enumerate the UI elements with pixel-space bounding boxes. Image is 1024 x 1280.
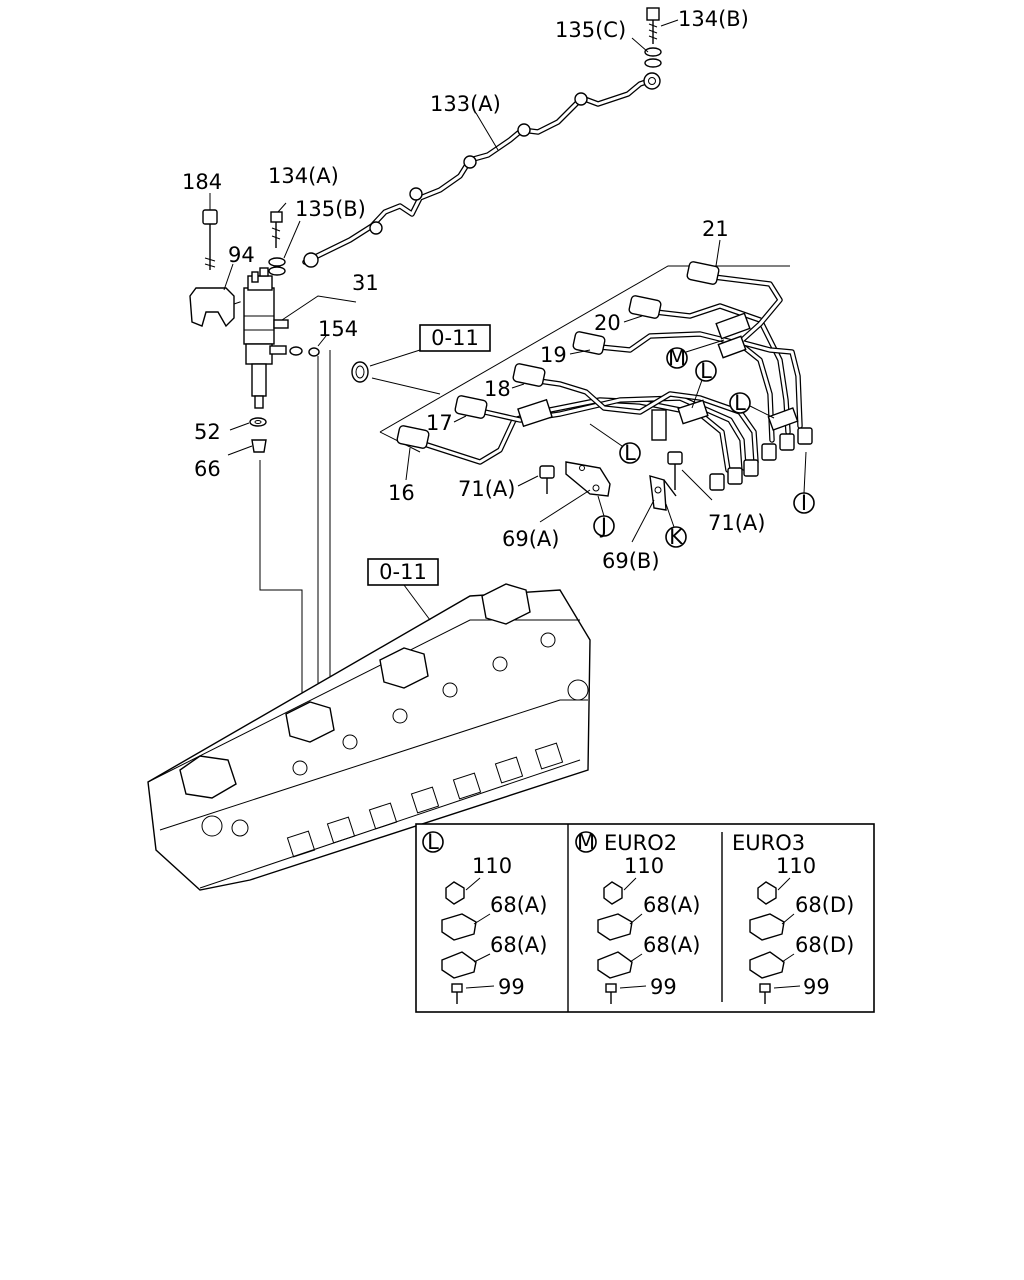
label-17: 17 bbox=[426, 411, 453, 435]
legend-l-item-110: 110 bbox=[472, 854, 512, 878]
callout-l-2: L bbox=[734, 391, 746, 415]
nut-icon bbox=[603, 881, 623, 905]
callout-i: I bbox=[801, 491, 807, 515]
label-69b: 69(B) bbox=[602, 549, 660, 573]
legend-l-item-68a-1: 68(A) bbox=[490, 893, 547, 917]
callout-markers: M L L L J K I bbox=[589, 339, 815, 549]
seal-ring bbox=[351, 349, 441, 395]
o-ring-154 bbox=[308, 335, 327, 357]
clamp-icon bbox=[749, 951, 785, 979]
label-134a: 134(A) bbox=[268, 164, 339, 188]
label-19: 19 bbox=[540, 343, 567, 367]
label-184: 184 bbox=[182, 170, 222, 194]
label-21: 21 bbox=[702, 217, 729, 241]
injector-31 bbox=[243, 267, 357, 409]
label-20: 20 bbox=[594, 311, 621, 335]
label-18: 18 bbox=[484, 377, 511, 401]
label-154: 154 bbox=[318, 317, 358, 341]
bolt-71a-left bbox=[517, 465, 555, 494]
legend-e3-item-99: 99 bbox=[803, 975, 830, 999]
legend-e3-item-68d-2: 68(D) bbox=[795, 933, 854, 957]
clamp-icon bbox=[441, 913, 477, 941]
bracket-69b bbox=[649, 475, 677, 511]
legend-frame bbox=[415, 823, 875, 1013]
nut-icon bbox=[757, 881, 777, 905]
label-134b: 134(B) bbox=[678, 7, 749, 31]
callout-l-3: L bbox=[624, 441, 636, 465]
legend-panel-euro3: EURO3 110 68(D) 68(D) 99 bbox=[732, 831, 854, 1004]
gasket-52 bbox=[229, 417, 267, 431]
ref-box-top bbox=[419, 324, 491, 352]
part-labels: 135(C) 134(B) 133(A) 184 134(A) 135(B) 9… bbox=[182, 7, 765, 621]
legend-l-item-99: 99 bbox=[498, 975, 525, 999]
label-69a: 69(A) bbox=[502, 527, 559, 551]
injection-pipes bbox=[379, 261, 813, 491]
legend-title-euro3: EURO3 bbox=[732, 831, 805, 855]
label-71a-left: 71(A) bbox=[458, 477, 515, 501]
bolt-134a bbox=[268, 202, 301, 276]
bolt-134b bbox=[631, 7, 679, 68]
cylinder-head bbox=[147, 583, 591, 891]
label-71a-right: 71(A) bbox=[708, 511, 765, 535]
label-66: 66 bbox=[194, 457, 221, 481]
label-135c: 135(C) bbox=[555, 18, 626, 42]
label-133a: 133(A) bbox=[430, 92, 501, 116]
clamp-icon bbox=[441, 951, 477, 979]
clamp-icon bbox=[597, 913, 633, 941]
bolt-icon bbox=[605, 983, 617, 993]
legend-panel-m: M EURO2 110 68(A) 68(A) 99 bbox=[575, 830, 700, 1004]
sleeve-66 bbox=[227, 439, 267, 456]
legend-panel-l: L 110 68(A) 68(A) 99 bbox=[422, 830, 547, 1004]
label-leaders bbox=[405, 112, 721, 481]
bracket-69a-leader bbox=[539, 489, 591, 523]
bolt-icon bbox=[451, 983, 463, 993]
legend-title-euro2: EURO2 bbox=[604, 831, 677, 855]
legend-m-item-99: 99 bbox=[650, 975, 677, 999]
ref-box-bottom bbox=[367, 558, 439, 586]
label-52: 52 bbox=[194, 420, 221, 444]
label-94: 94 bbox=[228, 243, 255, 267]
bolt-184 bbox=[202, 193, 218, 270]
callout-m: M bbox=[668, 346, 686, 370]
legend-m-item-68a-2: 68(A) bbox=[643, 933, 700, 957]
label-16: 16 bbox=[388, 481, 415, 505]
bracket-69a bbox=[565, 461, 611, 497]
label-135b: 135(B) bbox=[295, 197, 366, 221]
legend-m-item-68a-1: 68(A) bbox=[643, 893, 700, 917]
ref-0-11-bottom: 0-11 bbox=[379, 560, 427, 584]
clamp-icon bbox=[749, 913, 785, 941]
legend-marker-l: L bbox=[427, 830, 439, 854]
legend-l-item-68a-2: 68(A) bbox=[490, 933, 547, 957]
legend-table: L 110 68(A) 68(A) 99 M EURO2 110 68(A) 6… bbox=[415, 823, 875, 1013]
leak-off-pipe-133a bbox=[302, 72, 661, 268]
callout-k: K bbox=[669, 525, 684, 549]
legend-e3-item-68d-1: 68(D) bbox=[795, 893, 854, 917]
callout-j: J bbox=[599, 514, 607, 538]
nut-icon bbox=[445, 881, 465, 905]
clamp-icon bbox=[597, 951, 633, 979]
bolt-71a-right bbox=[667, 451, 713, 501]
legend-e3-item-110: 110 bbox=[776, 854, 816, 878]
label-31: 31 bbox=[352, 271, 379, 295]
bolt-icon bbox=[759, 983, 771, 993]
legend-marker-m: M bbox=[577, 830, 595, 854]
callout-l-1: L bbox=[700, 359, 712, 383]
bracket-69b-leader bbox=[631, 499, 655, 543]
legend-m-item-110: 110 bbox=[624, 854, 664, 878]
ref-0-11-top: 0-11 bbox=[431, 326, 479, 350]
